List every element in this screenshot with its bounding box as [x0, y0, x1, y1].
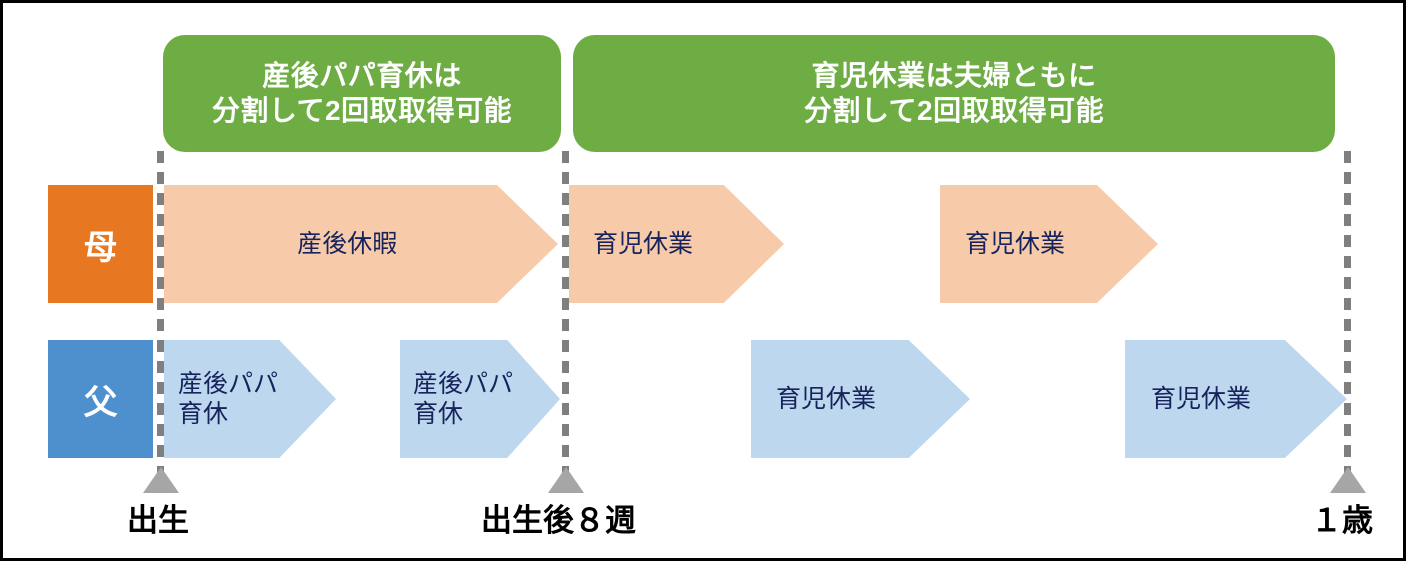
arrow-father-papa-leave-2: 産後パパ 育休	[400, 340, 560, 458]
banner-childcare-leave-line1: 育児休業は夫婦ともに	[811, 60, 1097, 92]
arrow-mother-maternity-leave: 産後休暇	[164, 185, 558, 303]
axis-label-one-year: １歳	[1311, 503, 1373, 538]
arrow-father-childcare-leave-1-label: 育児休業	[776, 384, 877, 413]
arrow-father-childcare-leave-2: 育児休業	[1125, 340, 1347, 458]
axis-label-8-weeks: 出生後８週	[481, 503, 636, 538]
arrow-mother-childcare-leave-2-label: 育児休業	[965, 229, 1066, 258]
role-box-mother: 母	[48, 185, 153, 303]
arrow-mother-childcare-leave-1-label: 育児休業	[593, 229, 694, 258]
arrow-father-childcare-leave-2-label: 育児休業	[1151, 384, 1252, 413]
arrow-mother-childcare-leave-2: 育児休業	[940, 185, 1158, 303]
marker-8-weeks-triangle	[548, 467, 584, 493]
role-box-father: 父	[48, 340, 153, 458]
banner-postpartum-papa-leave: 産後パパ育休は 分割して2回取取得可能	[163, 35, 561, 152]
arrow-mother-maternity-leave-label: 産後休暇	[297, 229, 398, 258]
banner-childcare-leave-line2: 分割して2回取取得可能	[803, 94, 1105, 126]
guide-line-8-weeks	[562, 151, 569, 476]
banner-childcare-leave: 育児休業は夫婦ともに 分割して2回取取得可能	[573, 35, 1335, 152]
arrow-father-papa-leave-1: 産後パパ 育休	[164, 340, 336, 458]
banner-postpartum-papa-line1: 産後パパ育休は	[262, 60, 462, 92]
role-label-father: 父	[83, 383, 118, 422]
marker-one-year-triangle	[1330, 467, 1366, 493]
role-label-mother: 母	[83, 228, 118, 267]
guide-line-birth	[157, 151, 164, 476]
marker-birth-triangle	[143, 467, 179, 493]
arrow-father-papa-leave-1-label: 産後パパ 育休	[178, 369, 279, 429]
guide-line-one-year	[1344, 151, 1351, 476]
arrow-father-papa-leave-2-label: 産後パパ 育休	[413, 369, 514, 429]
banner-postpartum-papa-line2: 分割して2回取取得可能	[211, 94, 513, 126]
arrow-mother-childcare-leave-1: 育児休業	[569, 185, 784, 303]
axis-label-birth: 出生	[127, 503, 189, 538]
arrow-father-childcare-leave-1: 育児休業	[751, 340, 970, 458]
